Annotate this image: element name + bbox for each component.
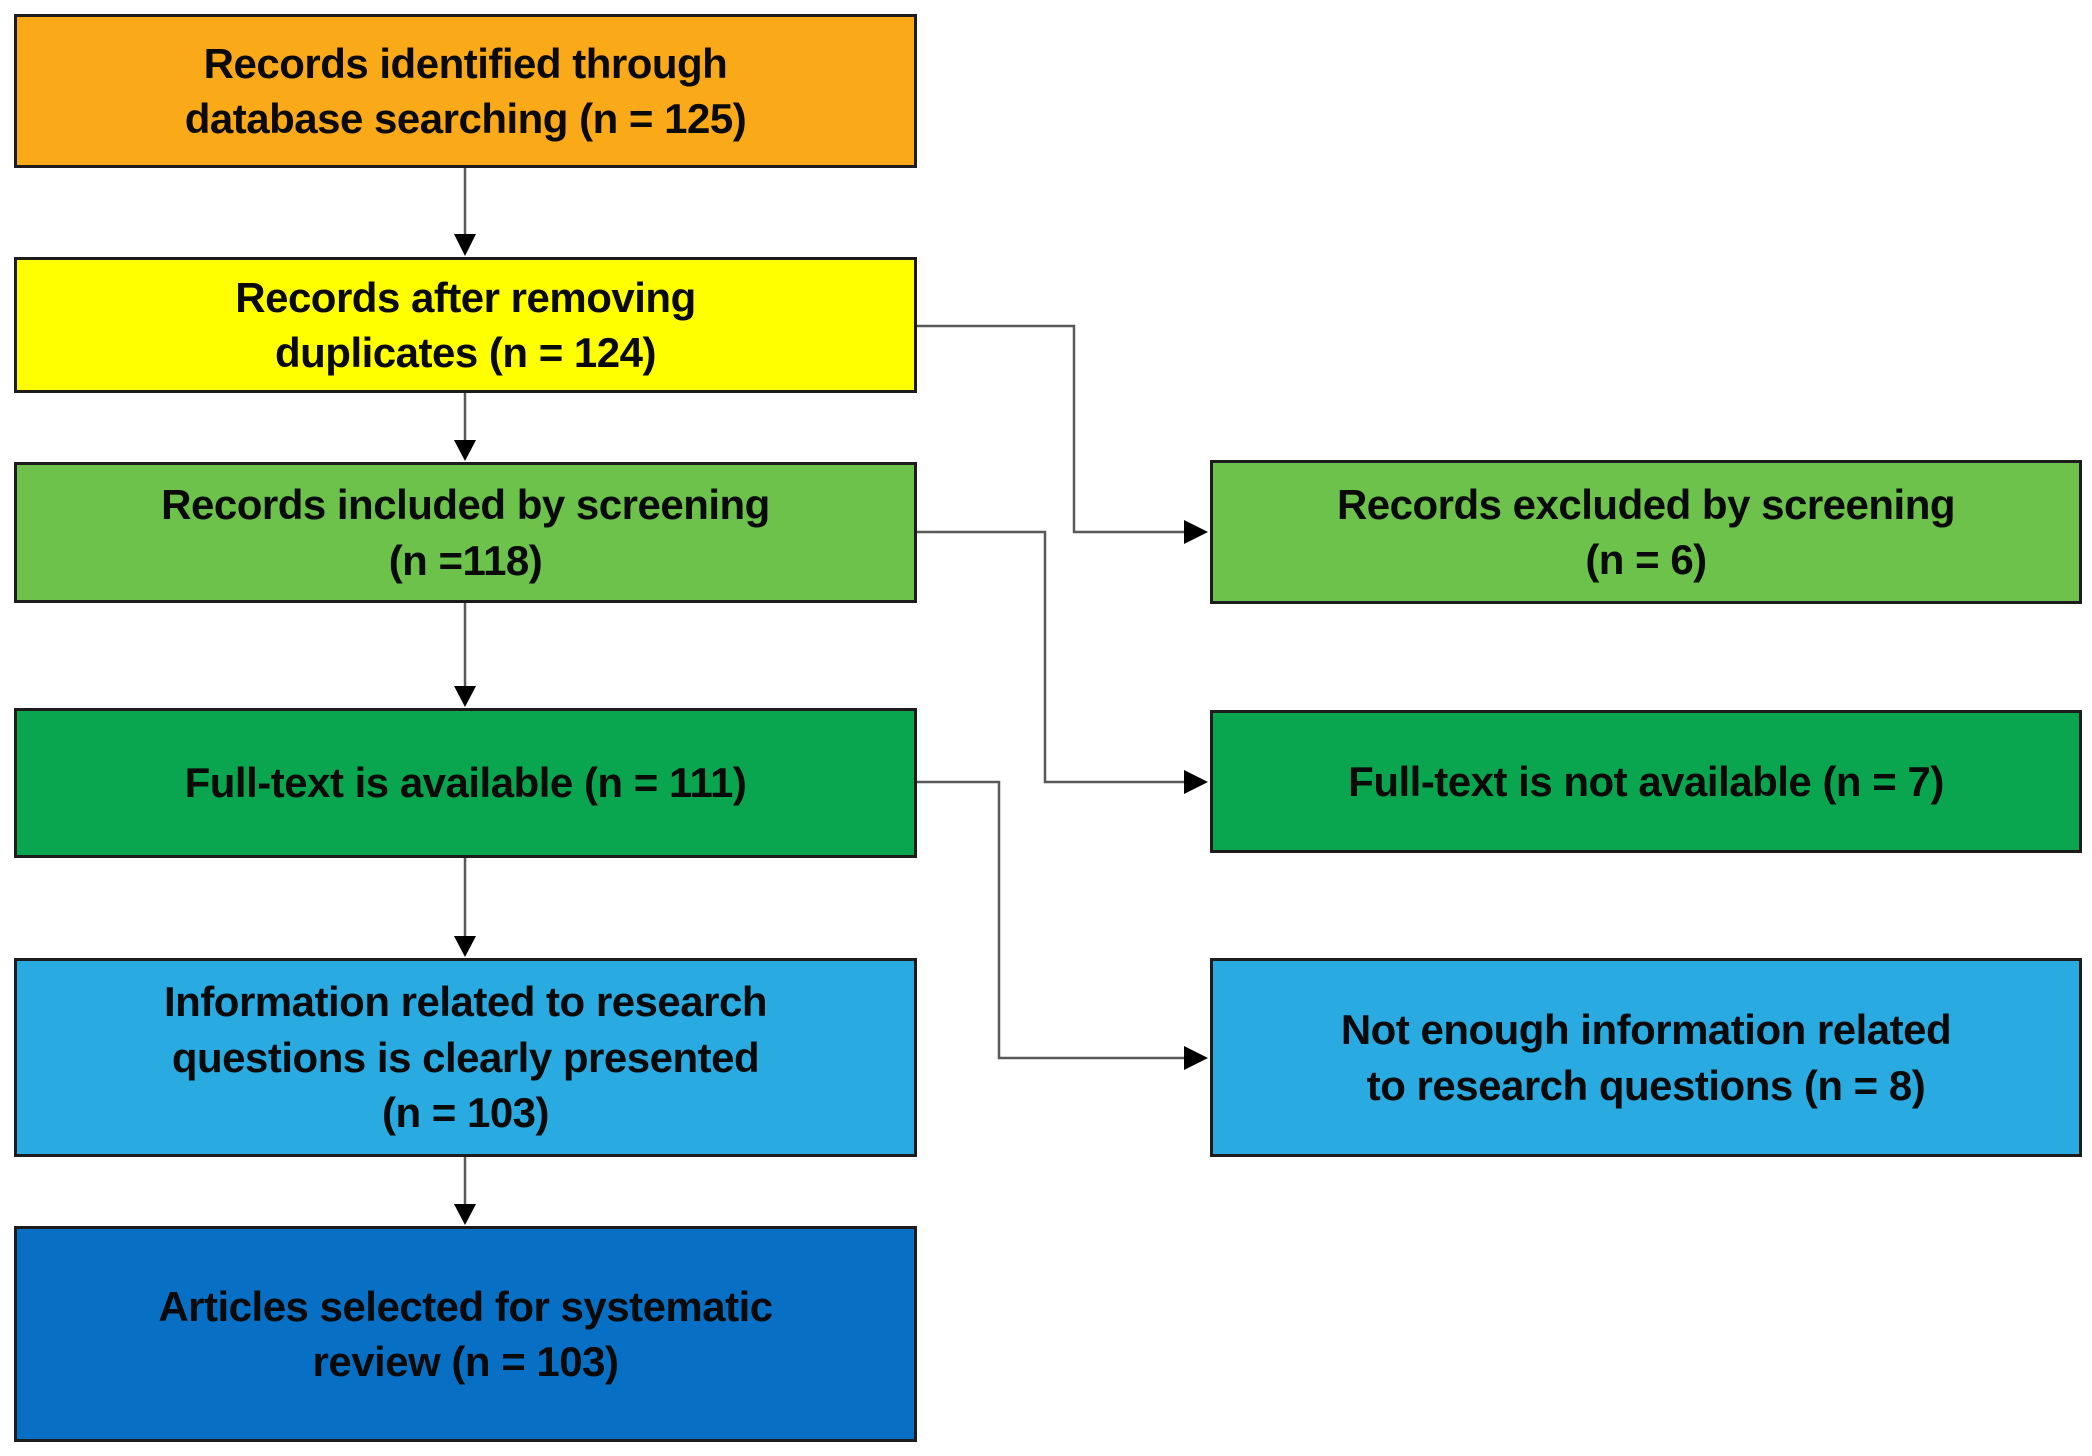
node-records-identified: Records identified through database sear… <box>14 14 917 168</box>
node-records-identified-label: Records identified through database sear… <box>184 39 747 142</box>
arrowhead-icon <box>454 936 476 957</box>
node-included-screening: Records included by screening (n =118) <box>14 462 917 603</box>
elbow-exclusion-arrows <box>917 324 1208 1070</box>
node-included-screening-label: Records included by screening (n =118) <box>161 481 770 584</box>
arrowhead-icon <box>1184 1046 1208 1070</box>
node-excluded-screening-label: Records excluded by screening (n = 6) <box>1336 480 1956 583</box>
arrowhead-icon <box>1184 520 1208 544</box>
arrowhead-icon <box>454 686 476 707</box>
node-duplicates-removed-label: Records after removing duplicates (n = 1… <box>235 273 696 376</box>
node-not-enough-info: Not enough information related to resear… <box>1210 958 2082 1157</box>
node-info-presented-label: Information related to research question… <box>164 978 768 1137</box>
arrowhead-icon <box>1184 770 1208 794</box>
node-fulltext-available: Full-text is available (n = 111) <box>14 708 917 858</box>
node-info-presented: Information related to research question… <box>14 958 917 1157</box>
node-fulltext-available-label: Full-text is available (n = 111) <box>184 759 747 807</box>
node-fulltext-unavailable-label: Full-text is not available (n = 7) <box>1348 757 1944 805</box>
node-articles-selected-label: Articles selected for systematic review … <box>158 1282 773 1385</box>
node-duplicates-removed: Records after removing duplicates (n = 1… <box>14 257 917 393</box>
arrowhead-icon <box>454 1204 476 1225</box>
node-fulltext-unavailable: Full-text is not available (n = 7) <box>1210 710 2082 853</box>
arrow-screening-to-unavailable <box>917 530 1184 784</box>
arrowhead-icon <box>454 234 476 256</box>
arrowhead-icon <box>454 440 476 461</box>
node-excluded-screening: Records excluded by screening (n = 6) <box>1210 460 2082 604</box>
arrow-fulltext-to-notenough <box>917 780 1184 1060</box>
arrow-duplicates-to-excluded <box>917 324 1184 534</box>
node-articles-selected: Articles selected for systematic review … <box>14 1226 917 1442</box>
node-not-enough-info-label: Not enough information related to resear… <box>1340 1006 1952 1109</box>
